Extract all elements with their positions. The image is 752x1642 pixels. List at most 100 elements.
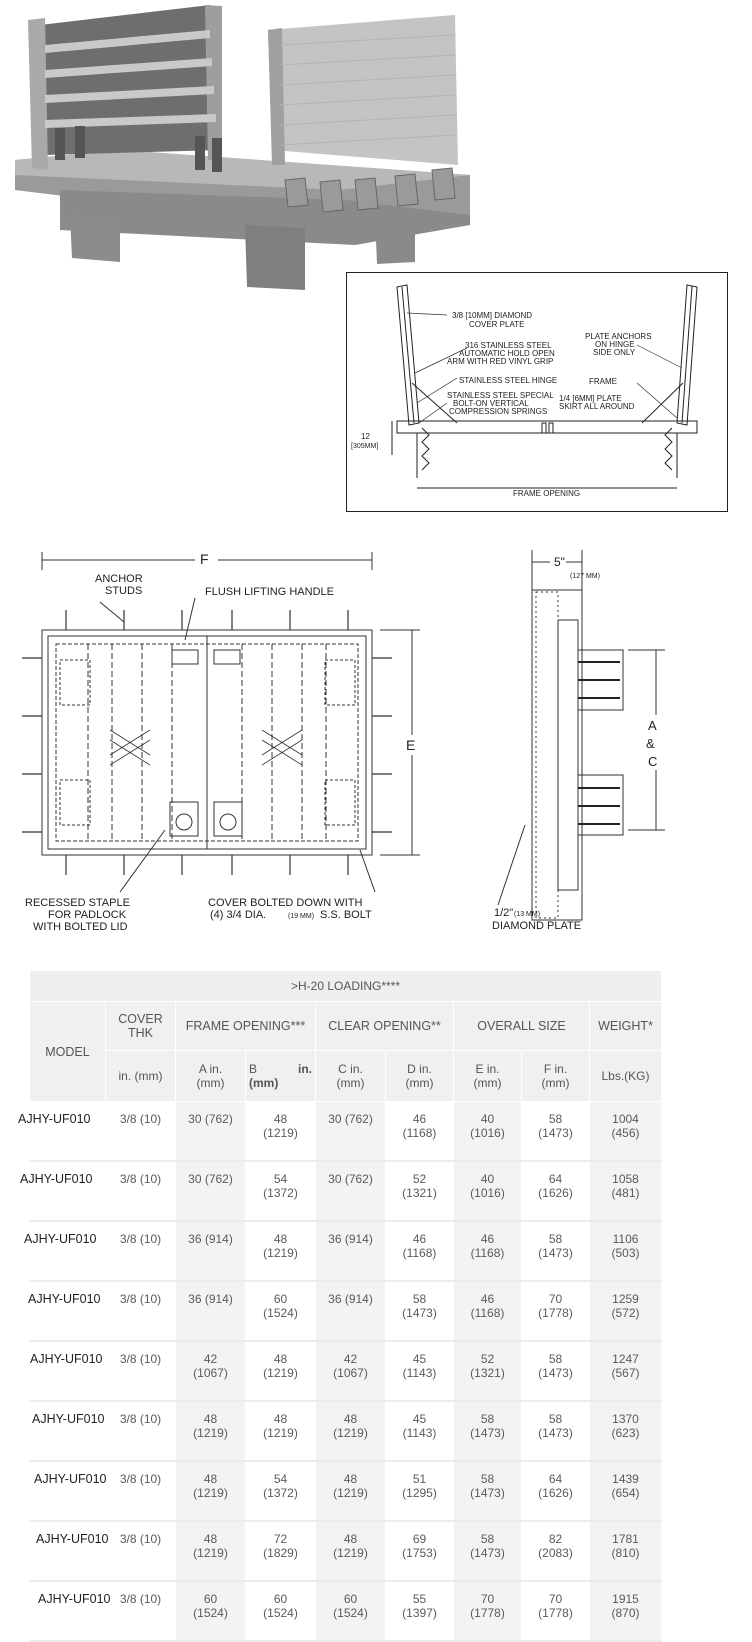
cell-b-line: 54 [273, 1172, 288, 1186]
cell-e-line: (1168) [470, 1306, 505, 1320]
unit-cover: in. (mm) [105, 1050, 176, 1102]
cell-d-line: (1397) [402, 1606, 437, 1620]
cell-b-line: (1219) [263, 1246, 298, 1260]
cell-b-line: (1372) [263, 1186, 298, 1200]
cell-f-line: 58 [548, 1352, 563, 1366]
unit-b: B in. (mm) [245, 1050, 316, 1102]
model-cell: AJHY-UF010 [29, 1460, 107, 1522]
cell-f: 58(1473) [521, 1101, 590, 1162]
header-cover: COVER THK [105, 1001, 176, 1051]
cell-cover: 3/8 (10) [105, 1340, 176, 1402]
cell-w-line: 1106 [612, 1232, 639, 1246]
cell-f: 58(1473) [521, 1340, 590, 1402]
cell-w: 1439(654) [588, 1460, 663, 1522]
cell-f: 64(1626) [521, 1160, 590, 1222]
cell-f-line: 58 [548, 1112, 563, 1126]
cell-w-line: (481) [611, 1186, 640, 1200]
cell-w-line: 1259 [612, 1292, 639, 1306]
cell-d: 45(1143) [385, 1340, 454, 1402]
cell-d: 51(1295) [385, 1460, 454, 1522]
cell-d-line: 51 [412, 1472, 427, 1486]
cell-d-line: 58 [412, 1292, 427, 1306]
side-dim-amp: & [646, 736, 655, 751]
cell-d: 58(1473) [385, 1280, 454, 1342]
cell-a: 42(1067) [175, 1340, 246, 1402]
cell-e: 58(1473) [453, 1400, 522, 1462]
cell-a: 30 (762) [175, 1160, 246, 1222]
side-dim-a: A [648, 718, 657, 733]
cell-d-line: (1295) [402, 1486, 437, 1500]
cell-d: 69(1753) [385, 1520, 454, 1582]
side-label-plate-2: (13 MM) [514, 911, 540, 918]
unit-e-1: E in. [475, 1062, 500, 1076]
cell-c-line: (1067) [333, 1366, 368, 1380]
cell-cover: 3/8 (10) [105, 1580, 176, 1642]
plan-label-handle: FLUSH LIFTING HANDLE [205, 586, 334, 598]
unit-b-in: in. [298, 1062, 312, 1076]
cell-w-line: 1004 [612, 1112, 639, 1126]
cell-c: 30 (762) [315, 1101, 386, 1162]
side-label-plate-1: 1/2" [494, 907, 513, 919]
label-springs-1: STAINLESS STEEL SPECIAL [447, 391, 554, 400]
cell-e-line: 58 [480, 1412, 495, 1426]
cell-a-line: 48 [203, 1472, 218, 1486]
cell-e-line: (1168) [470, 1246, 505, 1260]
cell-e-line: 40 [480, 1112, 495, 1126]
cell-f-line: (1626) [538, 1486, 573, 1500]
spec-table: >H-20 LOADING**** MODEL COVER THK FRAME … [18, 970, 663, 1642]
cell-c-line: (1219) [333, 1486, 368, 1500]
cell-w: 1781(810) [588, 1520, 663, 1582]
cell-d-line: (1143) [402, 1366, 437, 1380]
label-springs-2: BOLT-ON VERTICAL [453, 399, 529, 408]
header-clear-opening: CLEAR OPENING** [315, 1001, 454, 1051]
cell-d-line: 55 [412, 1592, 427, 1606]
cell-w: 1259(572) [588, 1280, 663, 1342]
cell-c-line: 48 [343, 1532, 358, 1546]
cell-d-line: 46 [412, 1112, 427, 1126]
cell-f-line: (1778) [538, 1606, 573, 1620]
plan-label-bolted-2: (4) 3/4 DIA. [210, 909, 266, 921]
unit-e: E in. (mm) [453, 1050, 522, 1102]
cell-c: 36 (914) [315, 1220, 386, 1282]
cell-d: 46(1168) [385, 1220, 454, 1282]
cell-w: 1106(503) [588, 1220, 663, 1282]
cell-b: 48(1219) [245, 1220, 316, 1282]
cell-d-line: 45 [412, 1412, 427, 1426]
header-overall-size: OVERALL SIZE [453, 1001, 590, 1051]
cell-e: 46(1168) [453, 1280, 522, 1342]
cell-a-line: 48 [203, 1532, 218, 1546]
cell-a: 30 (762) [175, 1101, 246, 1162]
cell-e-line: 58 [480, 1532, 495, 1546]
cell-e: 40(1016) [453, 1160, 522, 1222]
model-cell: AJHY-UF010 [29, 1520, 109, 1582]
cell-f-line: (1626) [538, 1186, 573, 1200]
cell-a: 60(1524) [175, 1580, 246, 1642]
cell-w-line: (870) [611, 1606, 640, 1620]
label-skirt-2: SKIRT ALL AROUND [559, 402, 635, 411]
cell-b-line: 48 [273, 1112, 288, 1126]
unit-f: F in. (mm) [521, 1050, 590, 1102]
label-plate-anchors-2: ON HINGE [595, 340, 635, 349]
cell-d-line: 46 [412, 1232, 427, 1246]
cell-e-line: (1016) [470, 1186, 505, 1200]
plan-label-staple-1: RECESSED STAPLE [25, 897, 130, 909]
cell-f: 58(1473) [521, 1400, 590, 1462]
unit-d: D in. (mm) [385, 1050, 454, 1102]
cell-w-line: (503) [611, 1246, 640, 1260]
side-label-plate-3: DIAMOND PLATE [492, 920, 581, 932]
cell-w: 1058(481) [588, 1160, 663, 1222]
cell-e-line: (1778) [470, 1606, 505, 1620]
cell-f: 58(1473) [521, 1220, 590, 1282]
cell-e: 52(1321) [453, 1340, 522, 1402]
label-hold-arm-1: 316 STAINLESS STEEL [465, 341, 552, 350]
cell-e-line: 46 [480, 1232, 495, 1246]
cell-cover: 3/8 (10) [105, 1220, 176, 1282]
cell-a: 48(1219) [175, 1520, 246, 1582]
unit-a-2: (mm) [196, 1076, 225, 1090]
cell-e-line: 58 [480, 1472, 495, 1486]
header-cover-2: THK [128, 1026, 153, 1040]
unit-b-mm: (mm) [249, 1076, 279, 1090]
